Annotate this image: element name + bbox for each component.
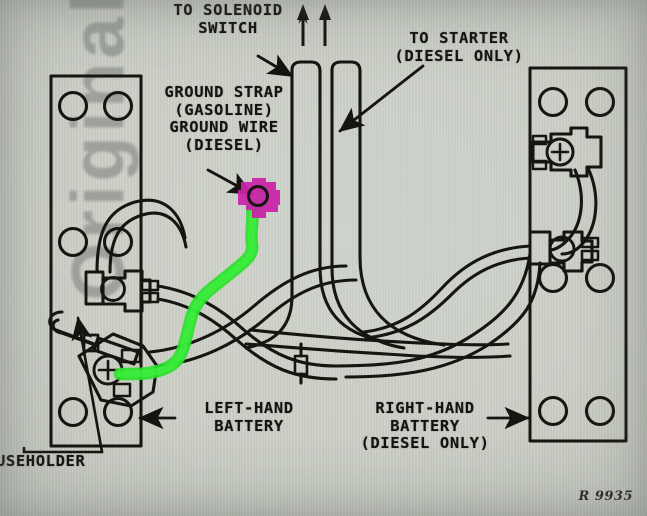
fuseholder-body [48,310,140,366]
label-left-hand-battery: LEFT-HAND BATTERY [204,399,294,435]
leader-starter [338,64,425,133]
inline-fuse [293,342,309,385]
leader-solenoid [256,54,294,78]
up-arrows-to-solenoid [297,4,331,46]
right-lower-terminal [528,230,600,273]
label-ground-strap: GROUND STRAP (GASOLINE) GROUND WIRE (DIE… [164,83,284,154]
figure-code: R 9935 [578,489,633,504]
label-fuseholder: USEHOLDER [0,452,86,470]
label-to-solenoid-switch: TO SOLENOID SWITCH [173,1,283,37]
label-to-starter: TO STARTER (DIESEL ONLY) [394,29,524,65]
right-upper-terminal [531,126,603,178]
label-right-hand-battery: RIGHT-HAND BATTERY (DIESEL ONLY) [360,399,490,452]
